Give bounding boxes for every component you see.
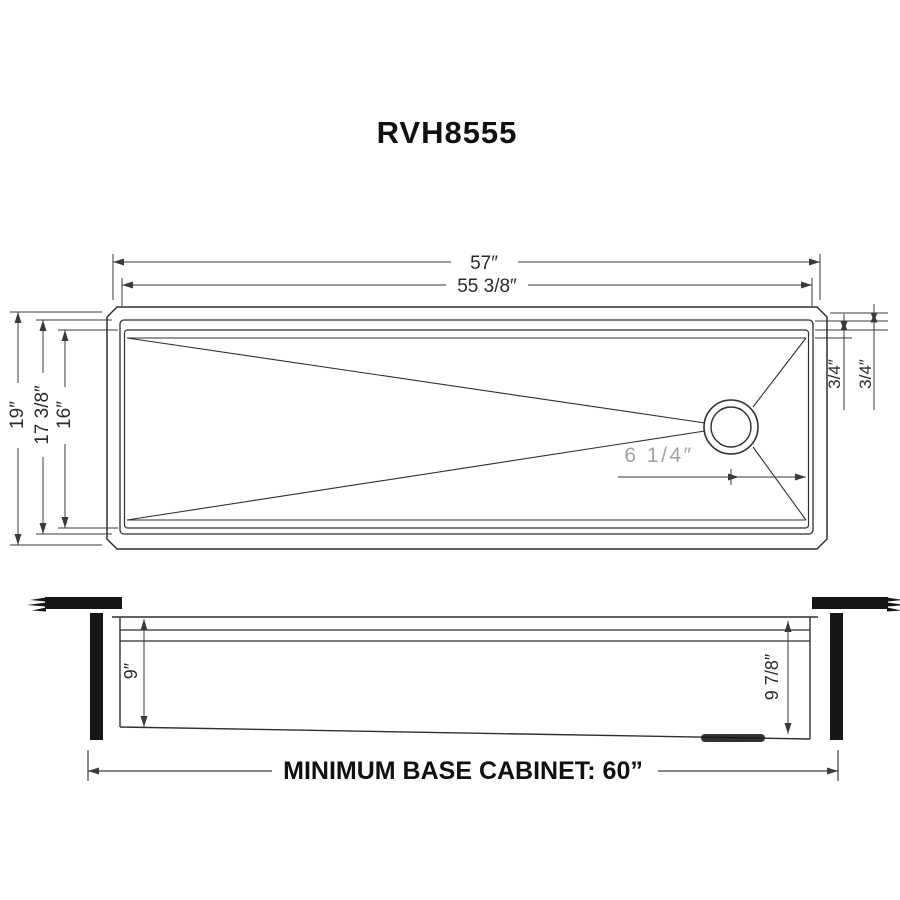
sink-basin <box>123 329 810 529</box>
basin-bottom-edges <box>127 337 806 521</box>
dim-outer-depth: 19″ <box>7 311 102 546</box>
countertop-right <box>812 597 888 609</box>
model-number: RVH8555 <box>377 115 518 150</box>
countertop-left <box>45 597 122 609</box>
sink-rim <box>119 319 814 535</box>
sink-profile <box>112 616 818 740</box>
dim-rim-depth: 17 3/8″ <box>32 319 112 535</box>
dim-bowl-depth-drain: 9 7/8″ <box>762 621 792 734</box>
top-view <box>106 306 828 550</box>
dim-outer-depth-label: 19″ <box>7 401 28 429</box>
sink-outer-edge <box>106 306 828 550</box>
dim-base-cabinet-label: MINIMUM BASE CABINET: 60” <box>283 757 643 785</box>
dim-bowl-depth-front-label: 9″ <box>121 662 141 679</box>
dim-rim-step-1-label: 3/4″ <box>825 359 844 389</box>
break-marks-left <box>27 597 46 612</box>
dim-inner-width: 55 3/8″ <box>121 276 813 306</box>
dim-base-cabinet: MINIMUM BASE CABINET: 60” <box>87 750 839 785</box>
dim-rim-step-2-label: 3/4″ <box>856 359 875 389</box>
drain-circle-inner <box>710 406 752 448</box>
side-view: 9″ 9 7/8″ MINIMUM BASE CABINET: 60” <box>27 597 900 785</box>
dim-bowl-depth-drain-label: 9 7/8″ <box>762 653 782 700</box>
dim-basin-depth-label: 16″ <box>54 401 75 429</box>
basin-slope-lines <box>126 337 807 521</box>
dim-basin-depth: 16″ <box>54 329 118 529</box>
dim-drain-offset-label: 6 1/4″ <box>624 444 693 467</box>
drain-circle-outer <box>703 399 759 455</box>
break-marks-right <box>887 597 900 612</box>
dim-bowl-depth-front: 9″ <box>121 619 148 727</box>
cabinet-wall-left <box>90 613 103 740</box>
dim-rim-step-1: 3/4″ <box>815 314 888 410</box>
dim-inner-width-label: 55 3/8″ <box>457 276 517 297</box>
dim-drain-offset: 6 1/4″ <box>618 444 806 485</box>
dim-rim-depth-label: 17 3/8″ <box>32 385 53 445</box>
drain-outlet <box>701 734 765 742</box>
dim-rim-step-2: 3/4″ <box>830 304 888 410</box>
cabinet-wall-right <box>830 613 843 740</box>
dim-outer-width: 57″ <box>112 253 821 300</box>
dim-outer-width-label: 57″ <box>470 253 498 274</box>
